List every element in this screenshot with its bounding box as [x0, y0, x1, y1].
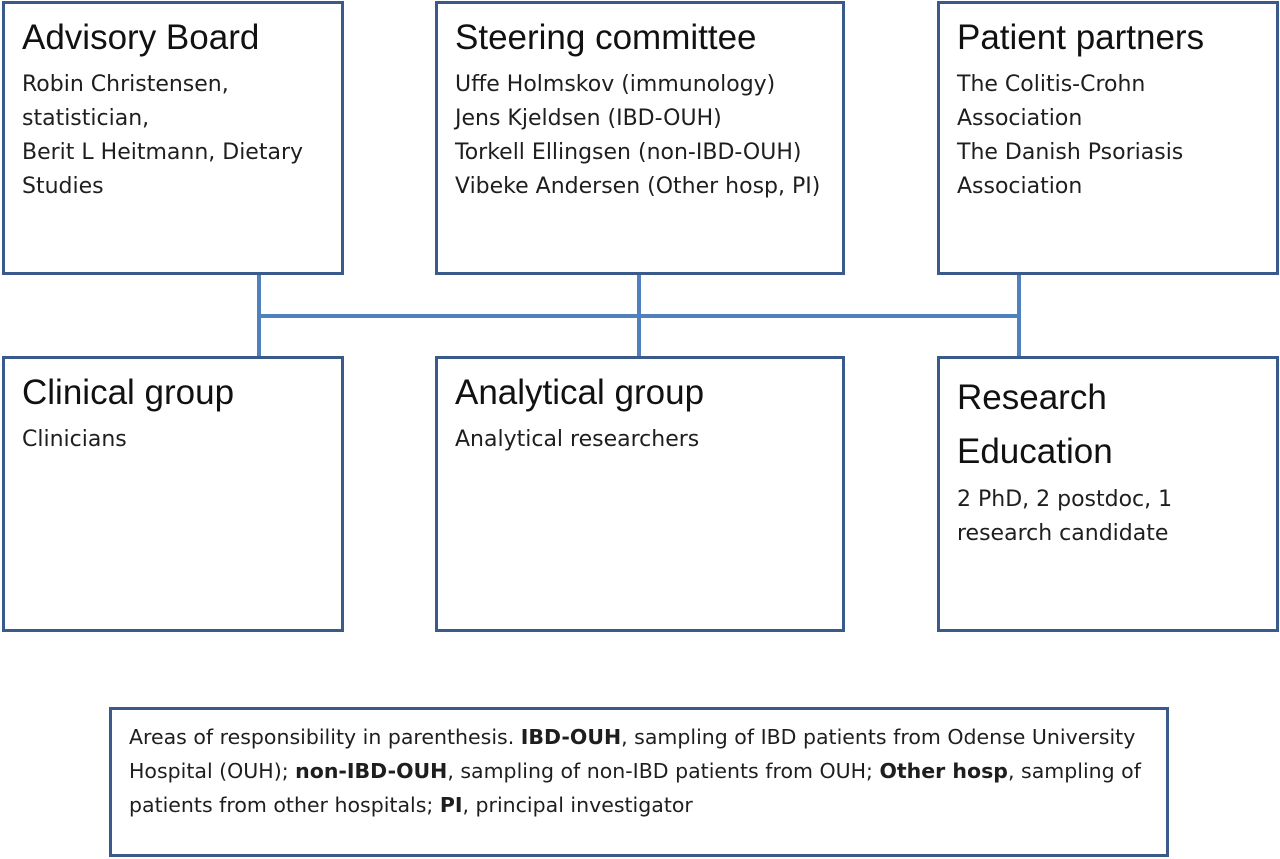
steering-committee-title: Steering committee	[455, 18, 757, 57]
patient-partners-title: Patient partners	[957, 18, 1205, 57]
note-text-part: , sampling of IBD patients from Odense U…	[129, 725, 1136, 783]
steering-committee-line: Vibeke Andersen (Other hosp, PI)	[455, 174, 821, 199]
patient-partners-line: The Danish Psoriasis	[957, 140, 1184, 165]
advisory-board-line: Berit L Heitmann, Dietary	[22, 140, 304, 165]
legend-note-text: Areas of responsibility in parenthesis. …	[129, 720, 1166, 822]
research-education-title: Research	[957, 378, 1107, 417]
research-education-line: research candidate	[957, 521, 1169, 546]
clinical-group-line: Clinicians	[22, 427, 127, 452]
research-education-box: Research Education 2 PhD, 2 postdoc, 1 r…	[937, 356, 1279, 632]
advisory-board-title: Advisory Board	[22, 18, 260, 57]
advisory-board-line: Studies	[22, 174, 104, 199]
advisory-board-line: statistician,	[22, 106, 150, 131]
advisory-board-box: Advisory Board Robin Christensen, statis…	[2, 1, 344, 275]
steering-committee-line: Uffe Holmskov (immunology)	[455, 72, 776, 97]
note-term-other-hosp: Other hosp	[879, 759, 1008, 783]
legend-note-box: Areas of responsibility in parenthesis. …	[109, 707, 1169, 857]
analytical-group-box: Analytical group Analytical researchers	[435, 356, 845, 632]
note-text-part: , principal investigator	[462, 793, 693, 817]
patient-partners-line: Association	[957, 106, 1083, 131]
connector-advisory-clinical	[257, 272, 261, 358]
steering-committee-line: Torkell Ellingsen (non-IBD-OUH)	[455, 140, 802, 165]
note-term-non-ibd-ouh: non-IBD-OUH	[295, 759, 448, 783]
advisory-board-line: Robin Christensen,	[22, 72, 229, 97]
note-text-part: , sampling of patients from other hospit…	[129, 759, 1141, 817]
note-term-pi: PI	[439, 793, 463, 817]
research-education-title: Education	[957, 432, 1113, 471]
analytical-group-title: Analytical group	[455, 373, 705, 412]
research-education-line: 2 PhD, 2 postdoc, 1	[957, 487, 1173, 512]
analytical-group-line: Analytical researchers	[455, 427, 700, 452]
connector-patient-research	[1017, 272, 1021, 358]
steering-committee-box: Steering committee Uffe Holmskov (immuno…	[435, 1, 845, 275]
clinical-group-title: Clinical group	[22, 373, 235, 412]
note-text-part: Areas of responsibility in parenthesis.	[129, 725, 521, 749]
steering-committee-line: Jens Kjeldsen (IBD-OUH)	[455, 106, 722, 131]
patient-partners-line: Association	[957, 174, 1083, 199]
patient-partners-line: The Colitis-Crohn	[957, 72, 1146, 97]
patient-partners-box: Patient partners The Colitis-Crohn Assoc…	[937, 1, 1279, 275]
note-text-part: , sampling of non-IBD patients from OUH;	[447, 759, 880, 783]
clinical-group-box: Clinical group Clinicians	[2, 356, 344, 632]
connector-steering-analytical	[637, 272, 641, 358]
note-term-ibd-ouh: IBD-OUH	[520, 725, 622, 749]
